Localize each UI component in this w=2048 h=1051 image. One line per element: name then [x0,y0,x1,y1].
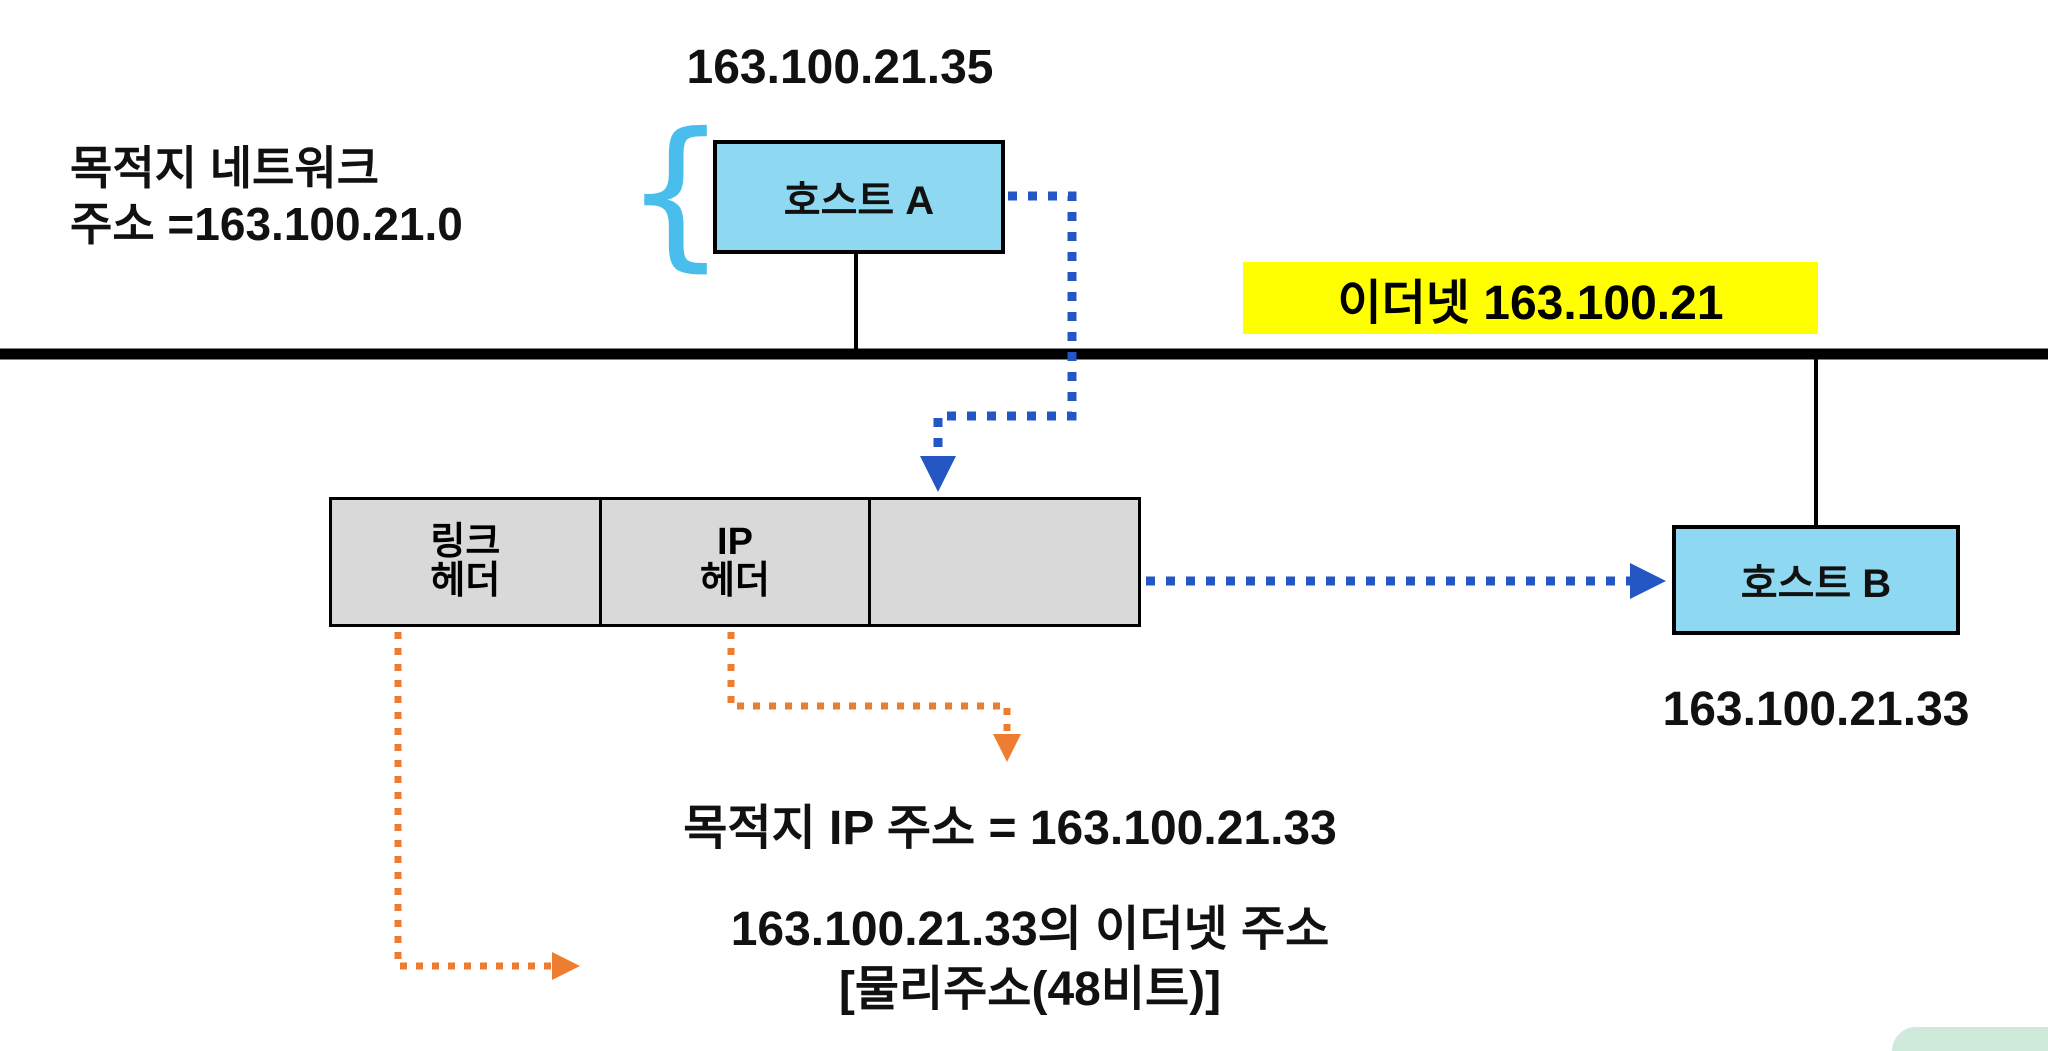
link-header-line1: 링크 [430,521,501,564]
destination-network-line2: 주소 =163.100.21.0 [70,198,463,251]
destination-network-label: 목적지 네트워크 주소 =163.100.21.0 [70,140,463,252]
link-header-line2: 헤더 [430,560,501,602]
host-b-box: 호스트 B [1672,525,1960,635]
frame-cell-ip-header: IP 헤더 [602,500,872,624]
corner-decoration [1892,1027,2048,1051]
ethernet-address-line2: [물리주소(48비트)] [838,963,1222,1016]
packet-frame: 링크 헤더 IP 헤더 [329,497,1141,627]
host-a-box-label: 호스트 A [783,179,935,223]
host-a-ip-label: 163.100.21.35 [686,41,994,94]
ethernet-address-label: 163.100.21.33의 이더넷 주소 [물리주소(48비트)] [530,900,1530,1020]
ethernet-address-line1: 163.100.21.33의 이더넷 주소 [730,903,1330,956]
blue-dotted-arrow-hosta-to-frame [920,191,1077,492]
orange-dotted-arrow-ipheader-to-destip [727,632,1021,762]
host-b-box-label: 호스트 B [1740,562,1892,606]
destination-ip-label: 목적지 IP 주소 = 163.100.21.33 [683,802,1337,855]
destination-network-line1: 목적지 네트워크 [70,142,380,194]
host-b-ip-label: 163.100.21.33 [1662,683,1970,736]
ethernet-network-label-text: 이더넷 163.100.21 [1337,277,1724,330]
host-a-box: 호스트 A [713,140,1005,254]
curly-brace-decoration: { [624,99,728,287]
frame-cell-link-header: 링크 헤더 [332,500,602,624]
frame-cell-payload [871,500,1138,624]
ip-header-line2: 헤더 [700,560,770,602]
ip-header-line1: IP [717,521,753,564]
ethernet-network-label: 이더넷 163.100.21 [1243,262,1818,334]
